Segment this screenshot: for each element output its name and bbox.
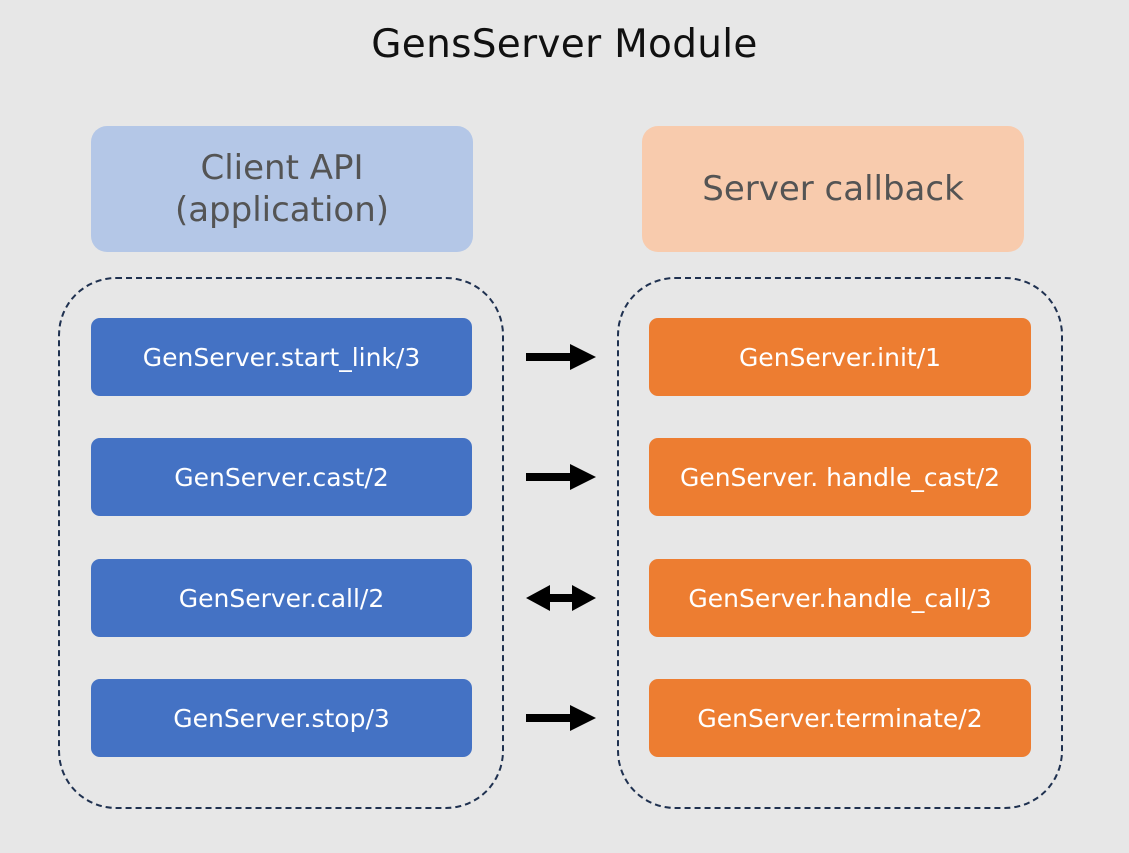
client-fn-cast: GenServer.cast/2	[91, 438, 472, 516]
client-fn-call: GenServer.call/2	[91, 559, 472, 637]
client-header-line2: (application)	[174, 190, 390, 230]
client-fn-start-link: GenServer.start_link/3	[91, 318, 472, 396]
server-fn-init: GenServer.init/1	[649, 318, 1031, 396]
client-api-header: Client API (application)	[91, 126, 473, 252]
right-arrow-icon	[526, 344, 596, 370]
double-arrow-icon	[526, 585, 596, 611]
server-fn-handle-call: GenServer.handle_call/3	[649, 559, 1031, 637]
diagram-title: GensServer Module	[371, 22, 758, 67]
right-arrow-icon	[526, 705, 596, 731]
right-arrow-icon	[526, 464, 596, 490]
server-callbacks-group	[617, 277, 1063, 809]
client-functions-group	[58, 277, 504, 809]
client-header-line1: Client API	[200, 147, 364, 188]
server-callback-header: Server callback	[642, 126, 1024, 252]
server-fn-handle-cast: GenServer. handle_cast/2	[649, 438, 1031, 516]
server-header-label: Server callback	[702, 168, 964, 209]
client-fn-stop: GenServer.stop/3	[91, 679, 472, 757]
server-fn-terminate: GenServer.terminate/2	[649, 679, 1031, 757]
